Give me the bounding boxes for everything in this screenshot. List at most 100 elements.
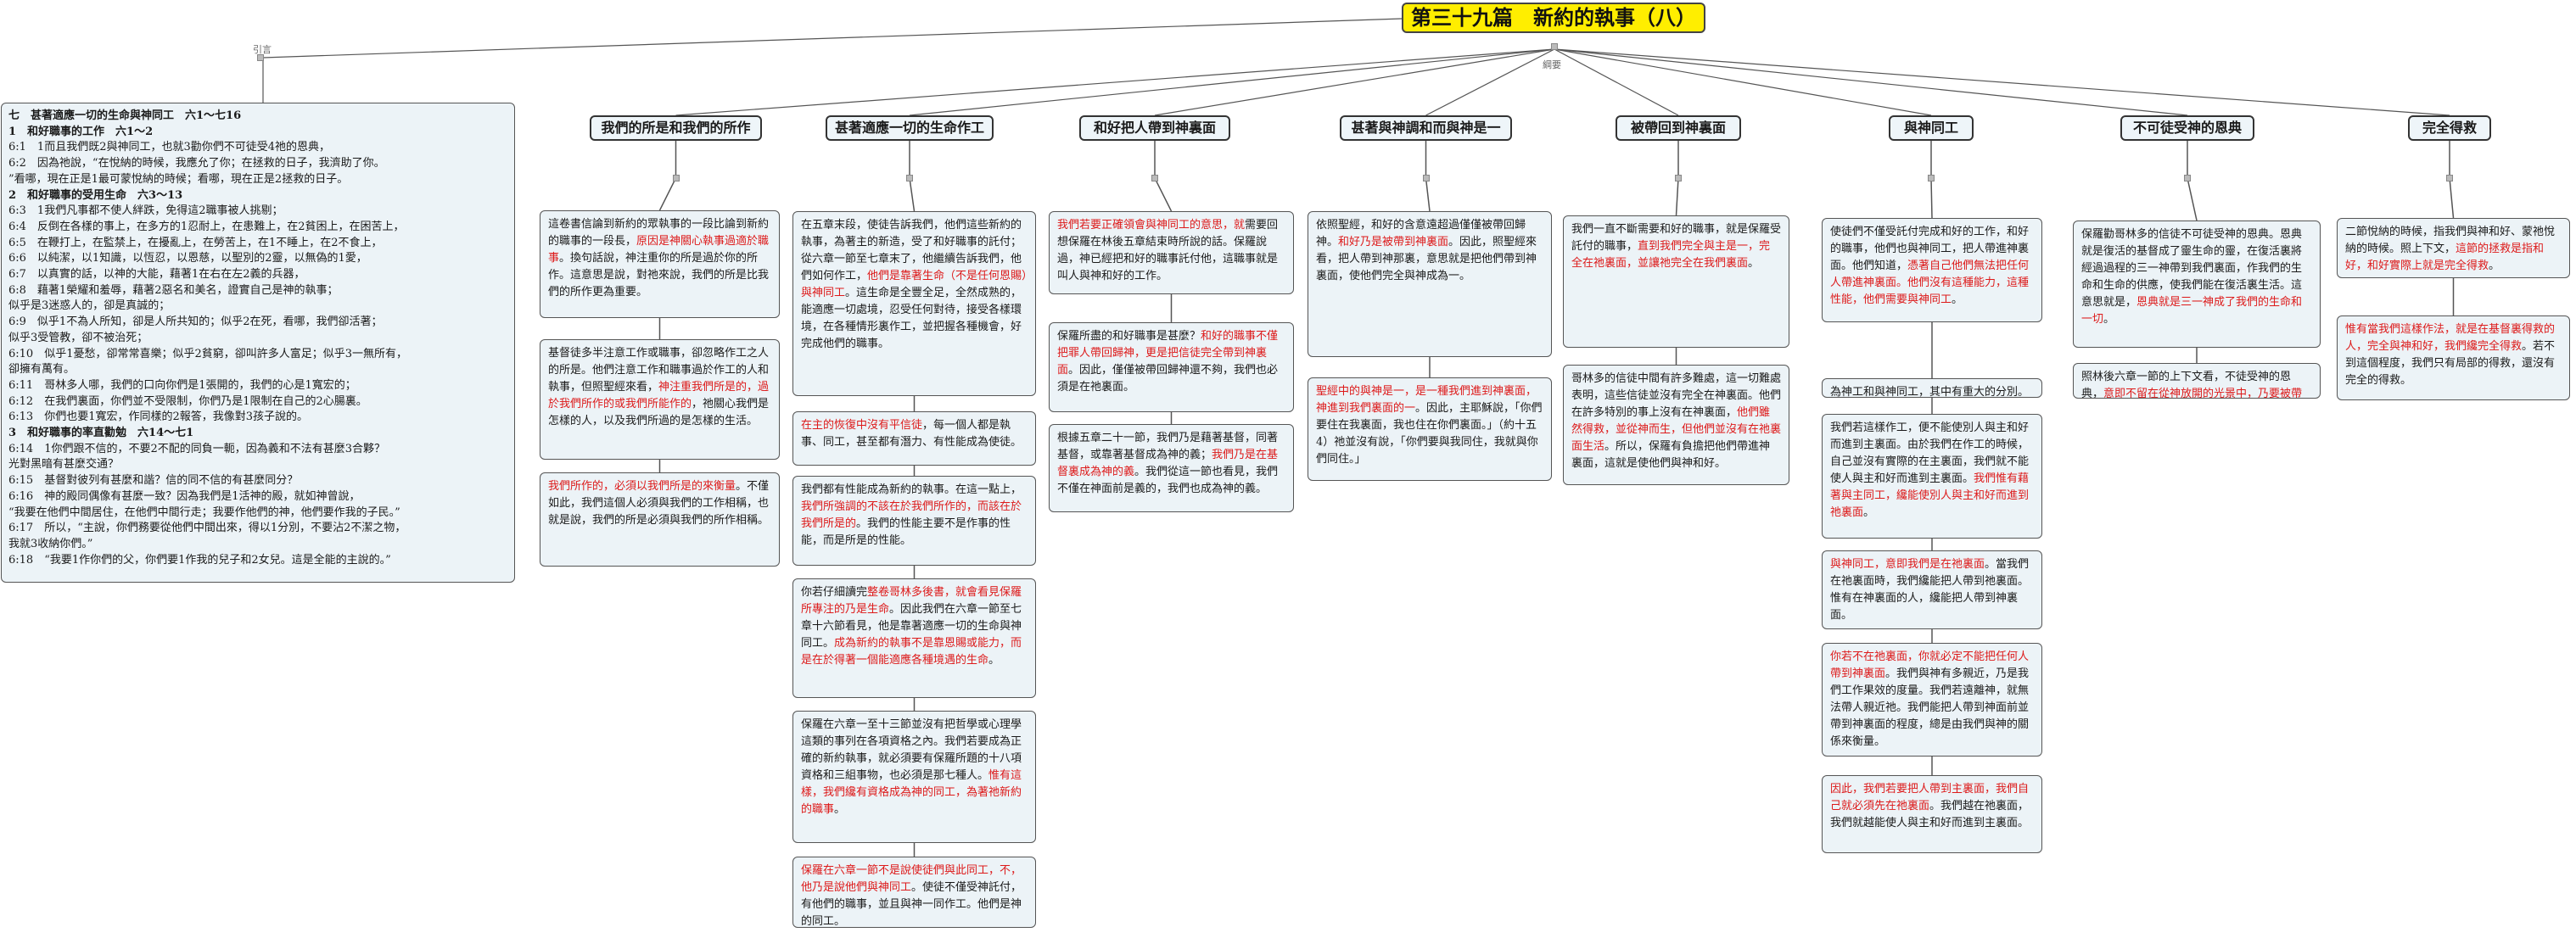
highlighted-text: 聖經中的與神是一，是一種我們進到神裏面，神進到我們裏面的一 bbox=[1316, 385, 1537, 415]
note-text: 。使徒不僅受神託付，有他們的職事，並且與神一同作工。他們是神的同工。 bbox=[801, 881, 1022, 928]
highlighted-text: 惟有當我們這樣作法，就是在基督裏得救的人，完全與神和好，我們纔完全得救 bbox=[2345, 323, 2556, 353]
note-box[interactable]: 我們所作的，必須以我們所是的來衡量。不僅如此，我們這個人必須與我們的工作相稱，也… bbox=[540, 472, 780, 567]
branch-heading[interactable]: 被帶回到神裏面 bbox=[1616, 115, 1741, 141]
branch-heading[interactable]: 不可徒受神的恩典 bbox=[2120, 115, 2254, 141]
highlighted-text: 憑著自己他們無法把任何人帶進神裏面。他們沒有這種能力，這種性能，他們需要與神同工 bbox=[1830, 260, 2030, 306]
note-text: 基督徒多半注意工作或職事，卻忽略作工之人的所是。他們注意工作和職事過於作工的人和… bbox=[548, 347, 770, 394]
note-box[interactable]: 我們一直不斷需要和好的職事，就是保羅受託付的職事，直到我們完全與主是一，完全在祂… bbox=[1563, 215, 1789, 348]
note-text: 。換句話說，神注重你的所是過於你的所作。這意思是說，對祂來說，我們的所是比我們的… bbox=[548, 252, 770, 299]
verse-line: 光對黑暗有甚麼交通？ bbox=[8, 458, 120, 472]
note-text: 保羅在六章一至十三節並沒有把哲學或心理學這類的事列在各項資格之內。我們若要成為正… bbox=[801, 718, 1022, 782]
branch-heading[interactable]: 甚著適應一切的生命作工 bbox=[826, 115, 994, 141]
verse-line: 6:15 基督對彼列有甚麼和諧？信的同不信的有甚麼同分？ bbox=[8, 474, 299, 488]
note-text: 為神工和與神同工，其中有重大的分別。 bbox=[1830, 386, 2030, 398]
note-text: ，每一個人都是執事、同工，甚至都有潛力、有性能成為使徒。 bbox=[801, 419, 1022, 449]
note-box[interactable]: 這卷書信論到新約的眾執事的一段比論到新約的職事的一段長，原因是神關心執事過適於職… bbox=[540, 210, 780, 318]
root-title[interactable]: 第三十九篇 新約的執事（八） bbox=[1402, 3, 1705, 33]
note-box[interactable]: 因此，我們若要把人帶到主裏面，我們自己就必須先在祂裏面。我們越在祂裏面，我們就越… bbox=[1822, 775, 2042, 853]
highlighted-text: 成為新約的執事不是靠恩賜或能力，而是在於得著一個能適應各種境遇的生命 bbox=[801, 637, 1022, 667]
note-box[interactable]: 我們若這樣作工，便不能使別人與主和好而進到主裏面。由於我們在作工的時候，自己並沒… bbox=[1822, 414, 2042, 539]
note-box[interactable]: 我們都有性能成為新約的執事。在這一點上， 我們所強調的不該在於我們所作的，而該在於… bbox=[792, 476, 1036, 566]
note-text: 。 bbox=[1863, 506, 1875, 519]
verse-line: 6:17 所以，“主說，你們務要從他們中間出來，得以1分別，不要沾2不潔之物， bbox=[8, 522, 406, 535]
note-box[interactable]: 你若不在祂裏面，你就必定不能把任何人帶到神裏面。我們與神有多親近，乃是我們工作果… bbox=[1822, 643, 2042, 757]
note-text: 。 bbox=[834, 803, 846, 816]
root-anchor bbox=[1551, 43, 1558, 50]
verse-line: 似乎是3迷惑人的，卻是真誠的； bbox=[8, 299, 171, 313]
note-box[interactable]: 根據五章二十一節，我們乃是藉著基督，同著基督，或靠著基督成為神的義；我們乃是在基… bbox=[1049, 424, 1294, 512]
verse-line: 6:5 在鞭打上，在監禁上，在擾亂上，在勞苦上，在1不睡上，在2不食上， bbox=[8, 236, 383, 249]
connector-line bbox=[1154, 177, 1173, 212]
note-box[interactable]: 你若仔細讀完整卷哥林多後書，就會看見保羅所專注的乃是生命。因此我們在六章一節至七… bbox=[792, 578, 1036, 698]
note-box[interactable]: 保羅在六章一節不是說使徒們與此同工，不，他乃是說他們與神同工。使徒不僅受神託付，… bbox=[792, 857, 1036, 928]
note-text: 。若不到這個程度，我們只有局部的得救，還沒有完全的得救。 bbox=[2345, 340, 2556, 387]
note-text: 你若仔細讀完 bbox=[801, 586, 868, 599]
connector-line bbox=[1425, 48, 1555, 116]
verse-line: 6:12 在我們裏面，你們並不受限制，你們乃是1限制在自己的2心腸裏。 bbox=[8, 394, 367, 408]
verse-line: 6:4 反倒在各樣的事上，在多方的1忍耐上，在患難上，在2貧困上，在困苦上， bbox=[8, 220, 405, 233]
connector-line bbox=[2187, 177, 2198, 221]
note-box[interactable]: 聖經中的與神是一，是一種我們進到神裏面，神進到我們裏面的一。因此，主耶穌說，「你… bbox=[1308, 377, 1552, 481]
note-box[interactable]: 我們若要正確領會與神同工的意思，就需要回想保羅在林後五章結束時所說的話。保羅說過… bbox=[1049, 211, 1294, 294]
note-text: 。不僅如此，我們這個人必須與我們的工作相稱，也就是說，我們的所是必須與我們的所作… bbox=[548, 480, 770, 527]
note-text: 。所以，保羅有負擔把他們帶進神裏面，這就是使他們與神和好。 bbox=[1571, 440, 1771, 470]
note-box[interactable]: 二節悅納的時候，指我們與神和好、蒙祂悅納的時候。照上下文，這節的拯救是指和好，和… bbox=[2337, 218, 2570, 278]
note-box[interactable]: 使徒們不僅受託付完成和好的工作，和好的職事，他們也與神同工，把人帶進神裏面。他們… bbox=[1822, 218, 2042, 322]
outline-heading: 1 和好職事的工作 六1～2 bbox=[8, 125, 154, 138]
highlighted-text: 神注重我們所是的，過於我們所作的或我們所能作的 bbox=[548, 381, 770, 410]
verse-line: 我就3收納你們。” bbox=[8, 537, 93, 550]
note-text: 我們都有性能成為新約的執事。在這一點上， bbox=[801, 483, 1022, 496]
connector-line bbox=[1554, 48, 1932, 116]
verse-line: 6:14 1你們跟不信的，不要2不配的同負一軛，因為義和不法有甚麼3合夥？ bbox=[8, 442, 386, 455]
highlighted-text: 我們惟有藉著與主同工，纔能使別人與主和好而進到祂裏面 bbox=[1830, 472, 2030, 519]
highlighted-text: 原因是神關心執事過適於職事 bbox=[548, 235, 770, 265]
note-text: ，祂關心我們是怎樣的人，以及我們所過的是怎樣的生活。 bbox=[548, 398, 770, 427]
highlighted-text: 我們所強調的不該在於我們所作的，而該在於我們所是的 bbox=[801, 500, 1022, 530]
connector-line bbox=[1554, 48, 2188, 116]
branch-heading[interactable]: 我們的所是和我們的所作 bbox=[590, 115, 762, 141]
note-text: 。我們越在祂裏面，我們就越能使人與主和好而進到主裏面。 bbox=[1830, 800, 2030, 829]
note-box[interactable]: 哥林多的信徒中間有許多難處，這一切難處表明，這些信徒並沒有完全在神裏面。他們在許… bbox=[1563, 365, 1789, 485]
note-box[interactable]: 在五章末段，使徒告訴我們，他們這些新約的執事，為著主的新造，受了和好職事的託付；… bbox=[792, 211, 1036, 396]
verse-line: “我要在他們中間居住，在他們中間行走；我要作他們的神，他們要作我的子民。” bbox=[8, 505, 400, 519]
outline-heading: 七 甚著適應一切的生命與神同工 六1～七16 bbox=[8, 109, 242, 122]
note-box[interactable]: 保羅所盡的和好職事是甚麼？和好的職事不僅把罪人帶回歸神，更是把信徒完全帶到神裏面… bbox=[1049, 322, 1294, 412]
note-text: 。因此，僅僅被帶回歸神還不夠，我們也必須是在祂裏面。 bbox=[1057, 364, 1279, 394]
highlighted-text: 恩典就是三一神成了我們的生命和一切 bbox=[2081, 296, 2303, 326]
connector-line bbox=[1930, 177, 1933, 219]
verse-line: 似乎3受管教，卻不被治死； bbox=[8, 331, 148, 344]
branch-heading[interactable]: 和好把人帶到神裏面 bbox=[1079, 115, 1230, 141]
scripture-outline-node[interactable]: 七 甚著適應一切的生命與神同工 六1～七16 1 和好職事的工作 六1～2 6:1 … bbox=[1, 103, 515, 583]
highlighted-text: 你若不在祂裏面，你就必定不能把任何人帶到神裏面 bbox=[1830, 650, 2030, 680]
note-text: 。 bbox=[1952, 293, 1963, 306]
note-text: 使徒們不僅受託付完成和好的工作，和好的職事，他們也與神同工，把人帶進神裏面。他們… bbox=[1830, 226, 2030, 272]
branch-heading[interactable]: 甚著與神調和而與神是一 bbox=[1340, 115, 1512, 141]
branch-anchor bbox=[2446, 175, 2453, 181]
note-box[interactable]: 依照聖經，和好的含意遠超過僅僅被帶回歸神。和好乃是被帶到神裏面。因此，照聖經來看… bbox=[1308, 211, 1552, 357]
branch-heading[interactable]: 與神同工 bbox=[1889, 115, 1974, 141]
note-box[interactable]: 惟有當我們這樣作法，就是在基督裏得救的人，完全與神和好，我們纔完全得救。若不到這… bbox=[2337, 315, 2570, 400]
highlighted-text: 這節的拯救是指和好，和好實際上就是完全得救 bbox=[2345, 243, 2545, 272]
note-box[interactable]: 基督徒多半注意工作或職事，卻忽略作工之人的所是。他們注意工作和職事過於作工的人和… bbox=[540, 339, 780, 460]
note-box[interactable]: 照林後六章一節的上下文看，不徒受神的恩典，意即不留在從神放開的光景中，乃要被帶回… bbox=[2073, 363, 2321, 399]
note-text: 哥林多的信徒中間有許多難處，這一切難處表明，這些信徒並沒有完全在神裏面。他們在許… bbox=[1571, 372, 1782, 419]
connector-line bbox=[675, 48, 1555, 116]
note-text: 。這生命是全豐全足，全然成熟的，能適應一切處境，忍受任何對待，接受各樣環境，在各… bbox=[801, 287, 1022, 350]
note-text: 。我們的性能主要不是作事的性能，而是所是的性能。 bbox=[801, 517, 1011, 547]
note-box[interactable]: 在主的恢復中沒有平信徒，每一個人都是執事、同工，甚至都有潛力、有性能成為使徒。 bbox=[792, 411, 1036, 466]
note-text: 根據五章二十一節，我們乃是藉著基督，同著基督，或靠著基督成為神的義； bbox=[1057, 432, 1279, 461]
verse-line: 6:1 1而且我們既2與神同工，也就3勸你們不可徒受4祂的恩典， bbox=[8, 141, 331, 154]
verse-line: 6:18 “我要1作你們的父，你們要1作我的兒子和2女兒。這是全能的主說的。” bbox=[8, 553, 391, 567]
note-box[interactable]: 保羅在六章一至十三節並沒有把哲學或心理學這類的事列在各項資格之內。我們若要成為正… bbox=[792, 711, 1036, 843]
note-text: 保羅勸哥林多的信徒不可徒受神的恩典。恩典就是復活的基督成了靈生命的靈，在復活裏將… bbox=[2081, 228, 2303, 309]
note-box[interactable]: 保羅勸哥林多的信徒不可徒受神的恩典。恩典就是復活的基督成了靈生命的靈，在復活裏將… bbox=[2073, 221, 2321, 348]
note-box[interactable]: 與神同工，意即我們是在祂裏面。當我們在祂裏面時，我們纔能把人帶到祂裏面。惟有在神… bbox=[1822, 550, 2042, 629]
connector-line bbox=[2449, 177, 2455, 219]
note-text: 二節悅納的時候，指我們與神和好、蒙祂悅納的時候。照上下文， bbox=[2345, 226, 2556, 255]
highlighted-text: 惟有這樣，我們纔有資格成為神的同工，為著祂新約的職事 bbox=[801, 769, 1022, 816]
connector-line bbox=[1554, 48, 2450, 116]
highlighted-text: 直到我們完全與主是一，完全在祂裏面，並讓祂完全在我們裏面 bbox=[1571, 240, 1771, 270]
branch-heading[interactable]: 完全得救 bbox=[2408, 115, 2491, 141]
highlighted-text: 整卷哥林多後書，就會看見保羅所專注的乃是生命 bbox=[801, 586, 1022, 616]
note-box[interactable]: 為神工和與神同工，其中有重大的分別。我們常常着數為主作工，但不願意與祂一同作工。 bbox=[1822, 378, 2042, 398]
